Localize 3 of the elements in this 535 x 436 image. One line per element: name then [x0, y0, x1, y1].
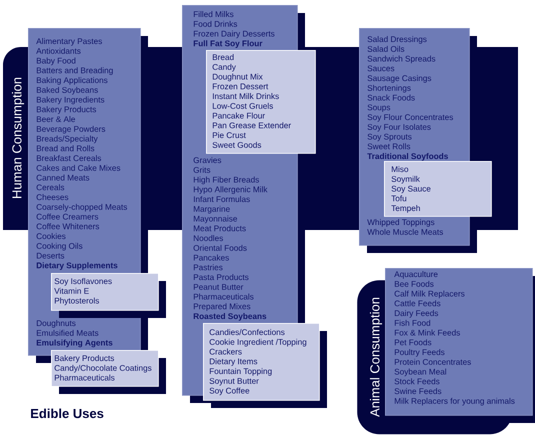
title: Edible Uses — [31, 408, 104, 418]
band-heading: Animal Consumption — [370, 298, 382, 417]
band-heading: Human Consumption — [12, 78, 24, 198]
